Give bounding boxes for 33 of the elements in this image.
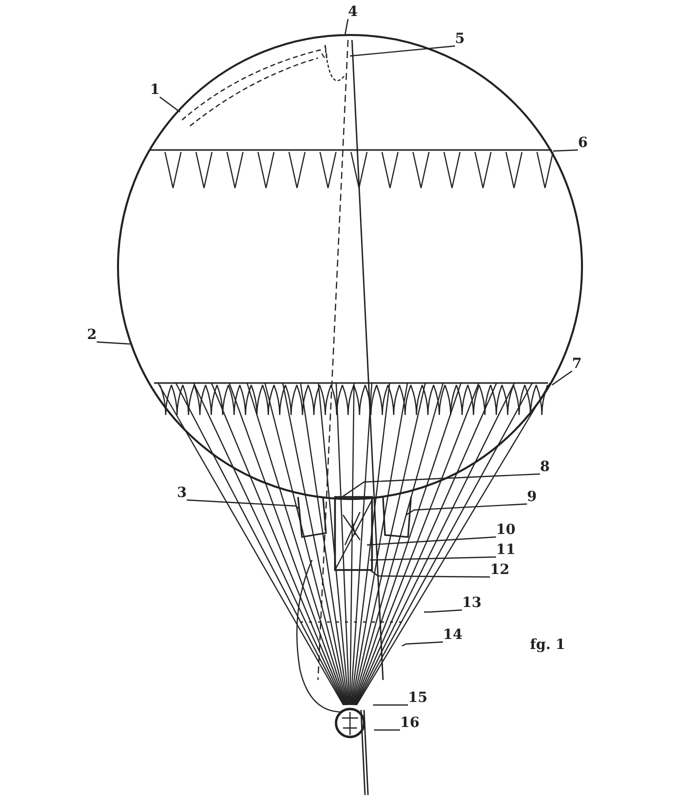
figure-label: fg. 1 xyxy=(530,638,566,652)
leader-line xyxy=(424,609,462,613)
leader-line xyxy=(186,499,300,510)
callout-number: 13 xyxy=(462,596,482,610)
callout-number: 6 xyxy=(578,136,588,150)
callout-number: 16 xyxy=(400,716,420,730)
callout-number: 1 xyxy=(150,83,160,97)
callout-number: 4 xyxy=(348,5,358,19)
leader-line xyxy=(350,45,456,57)
callout-number: 11 xyxy=(496,543,516,557)
leader-line xyxy=(159,96,180,112)
leader-line xyxy=(344,18,349,36)
callout-number: 12 xyxy=(490,563,510,577)
leader-line xyxy=(374,729,400,731)
callout-number: 8 xyxy=(540,460,550,474)
leader-line xyxy=(370,570,490,578)
callout-number: 2 xyxy=(87,328,97,342)
callout-number: 10 xyxy=(496,523,516,537)
leader-line xyxy=(552,370,572,386)
leader-line xyxy=(342,473,540,498)
callout-number: 15 xyxy=(408,691,428,705)
leader-line xyxy=(373,704,408,706)
callout-number: 9 xyxy=(527,490,537,504)
leader-line xyxy=(366,536,496,546)
leader-line xyxy=(402,641,444,647)
leader-line xyxy=(552,149,578,152)
callout-number: 14 xyxy=(443,628,462,642)
callout-number: 3 xyxy=(177,486,187,500)
callout-number: 5 xyxy=(455,32,465,46)
callout-number: 7 xyxy=(572,357,582,371)
leader-line xyxy=(96,341,130,345)
leader-line xyxy=(370,556,496,561)
leader-line xyxy=(406,503,528,516)
